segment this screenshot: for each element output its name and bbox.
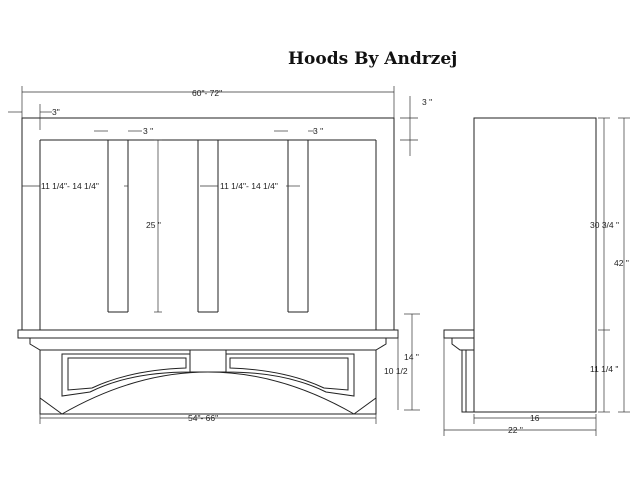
dim-side-overall-depth: 22 " — [443, 338, 597, 436]
svg-text:22 ": 22 " — [508, 425, 523, 435]
dim-top-rail: 3 " — [400, 96, 432, 156]
svg-text:14 ": 14 " — [404, 352, 419, 362]
front-view — [17, 117, 399, 415]
dim-panel-height: 25 " — [146, 139, 162, 313]
svg-text:3 ": 3 " — [422, 97, 432, 107]
svg-text:10 1/2: 10 1/2 — [384, 366, 408, 376]
svg-text:11 1/4"- 14 1/4": 11 1/4"- 14 1/4" — [220, 181, 278, 191]
dim-side-depth: 16 — [473, 413, 597, 424]
dim-panel-left: 11 1/4"- 14 1/4" — [22, 181, 128, 191]
front-frame-outline — [21, 117, 395, 331]
dim-rail-right: 3 " — [274, 126, 323, 136]
drawing-title: Hoods By Andrzej — [288, 49, 457, 69]
svg-text:30 3/4 ": 30 3/4 " — [590, 220, 619, 230]
svg-text:42 ": 42 " — [614, 258, 629, 268]
svg-text:54"- 66": 54"- 66" — [188, 413, 218, 423]
dim-rail-left: 3 " — [94, 126, 153, 136]
svg-text:25 ": 25 " — [146, 220, 161, 230]
side-view — [443, 117, 597, 413]
svg-text:3 ": 3 " — [313, 126, 323, 136]
svg-text:3 ": 3 " — [143, 126, 153, 136]
svg-text:60"- 72": 60"- 72" — [192, 88, 222, 98]
dim-valance-height: 14 " — [404, 313, 420, 411]
dim-side-lower: 11 1/4 " — [590, 330, 618, 413]
dim-side-total: 42 " — [614, 117, 630, 413]
dim-stile-width: 3" — [8, 104, 60, 130]
dim-panel-right: 11 1/4"- 14 1/4" — [200, 181, 300, 191]
svg-text:11 1/4"- 14 1/4": 11 1/4"- 14 1/4" — [41, 181, 99, 191]
dim-overall-width: 60"- 72" — [21, 86, 395, 118]
svg-text:16: 16 — [530, 413, 540, 423]
dim-bottom-width: 54"- 66" — [39, 413, 377, 424]
dim-valance-inner: 10 1/2 — [384, 330, 408, 410]
svg-text:3": 3" — [52, 107, 60, 117]
svg-text:11 1/4 ": 11 1/4 " — [590, 364, 618, 374]
dim-side-upper: 30 3/4 " — [590, 117, 619, 331]
